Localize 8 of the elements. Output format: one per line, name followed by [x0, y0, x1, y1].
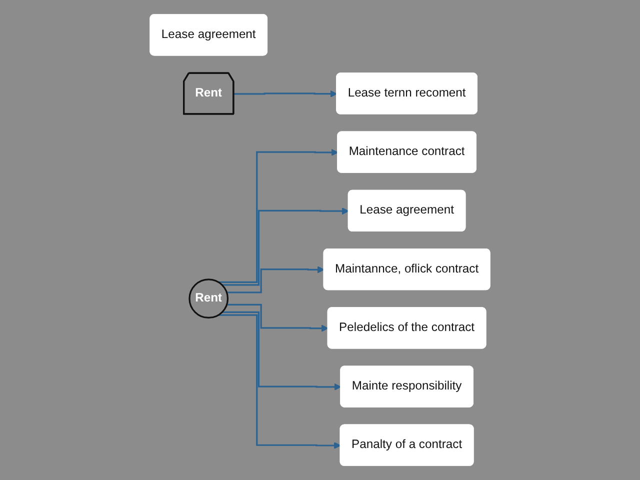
arrow [226, 266, 324, 294]
arrow [226, 304, 328, 332]
arrow [234, 90, 338, 98]
arrow [222, 311, 342, 390]
arrow [218, 314, 341, 450]
arrow [222, 208, 350, 286]
arrow [218, 148, 338, 283]
node-circle: Rent [188, 278, 229, 319]
